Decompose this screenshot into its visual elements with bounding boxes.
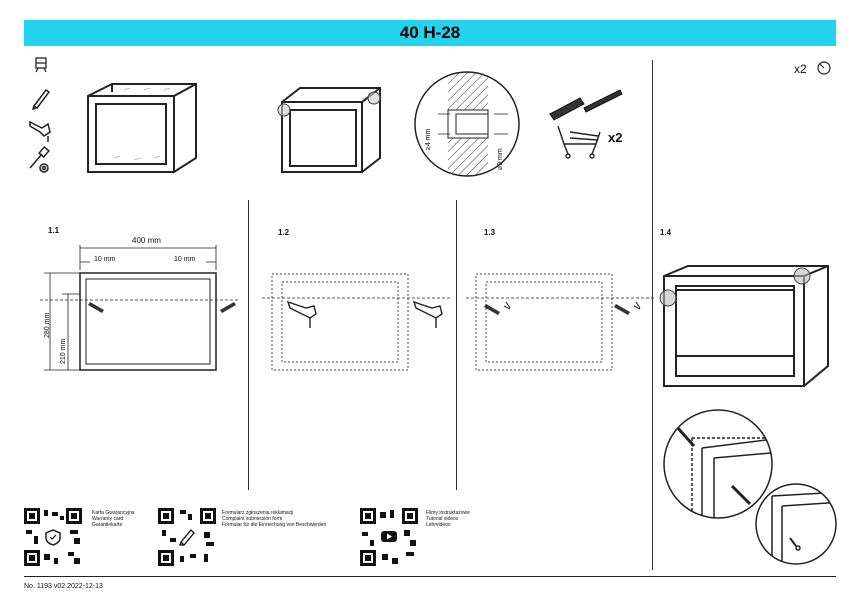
multiplier-label: x2: [794, 62, 807, 76]
qr-tutorials-text: Filmy instruktażowe Tutorial videos Lehr…: [426, 510, 470, 528]
pencil-icon: [31, 88, 51, 111]
separator-2: [456, 200, 457, 490]
pencil-edit-icon: [179, 529, 195, 546]
rotate-icon: [817, 61, 831, 75]
anchor-depth-label: ≥4 mm: [425, 128, 432, 150]
detail-circle-large: [663, 409, 773, 519]
separator-1: [248, 200, 249, 490]
step-1-1-diagram: [40, 245, 240, 371]
detail-circle-small: [755, 483, 837, 565]
document-number: No. 1193 v02 2022-12-13: [24, 583, 103, 590]
qr-warranty-text: Karta Gwarancyjna Warranty card Garantie…: [92, 510, 135, 528]
kit-count: x2: [608, 130, 623, 145]
step-1-4-diagram: [659, 265, 829, 387]
drill-diameter-label: ⌀9 mm: [497, 148, 504, 170]
hanging-hardware-icon: [557, 125, 601, 159]
shelf-illustration: [87, 83, 197, 173]
drill-right: [412, 300, 443, 319]
shelf-outline: [79, 272, 217, 371]
mount-point-right: [367, 91, 381, 105]
step-1-3: 1.3: [484, 228, 496, 237]
step-1-3-diagram: [466, 273, 656, 371]
qr-code-complaint[interactable]: [158, 508, 216, 566]
title-bar: 40 H-28: [24, 20, 836, 46]
separator-3: [652, 60, 653, 570]
step-1-2-diagram: [262, 273, 452, 371]
qr-complaint-text: Formularz zgłoszenia reklamacji Complain…: [222, 510, 327, 528]
footer-divider: [24, 576, 836, 577]
product-title: 40 H-28: [399, 23, 461, 42]
shelf-mount-points: [277, 87, 381, 173]
width-dimension: 400 mm: [132, 236, 161, 245]
margin-left-dimension: 10 mm: [94, 256, 116, 263]
mount-point-right: [793, 267, 811, 285]
plug-left: [484, 304, 500, 315]
step-1-4: 1.4: [660, 228, 672, 237]
plug-right: [614, 304, 630, 315]
drill-left: [286, 300, 317, 319]
qr-code-tutorials[interactable]: [360, 508, 418, 566]
step-1-2: 1.2: [278, 228, 290, 237]
drill-detail: [414, 71, 520, 177]
wall-plug-and-screw: [549, 89, 623, 121]
tools-column: [29, 57, 51, 173]
mount-point-left: [659, 289, 677, 307]
drill-icon: [29, 120, 51, 142]
level-icon: [35, 57, 47, 73]
qr-code-warranty[interactable]: [24, 508, 82, 566]
margin-right-dimension: 10 mm: [174, 256, 196, 263]
screwdriver-icon: [29, 145, 50, 173]
step-1-1: 1.1: [48, 226, 60, 235]
mount-point-left: [277, 103, 291, 117]
shield-icon: [45, 529, 61, 546]
